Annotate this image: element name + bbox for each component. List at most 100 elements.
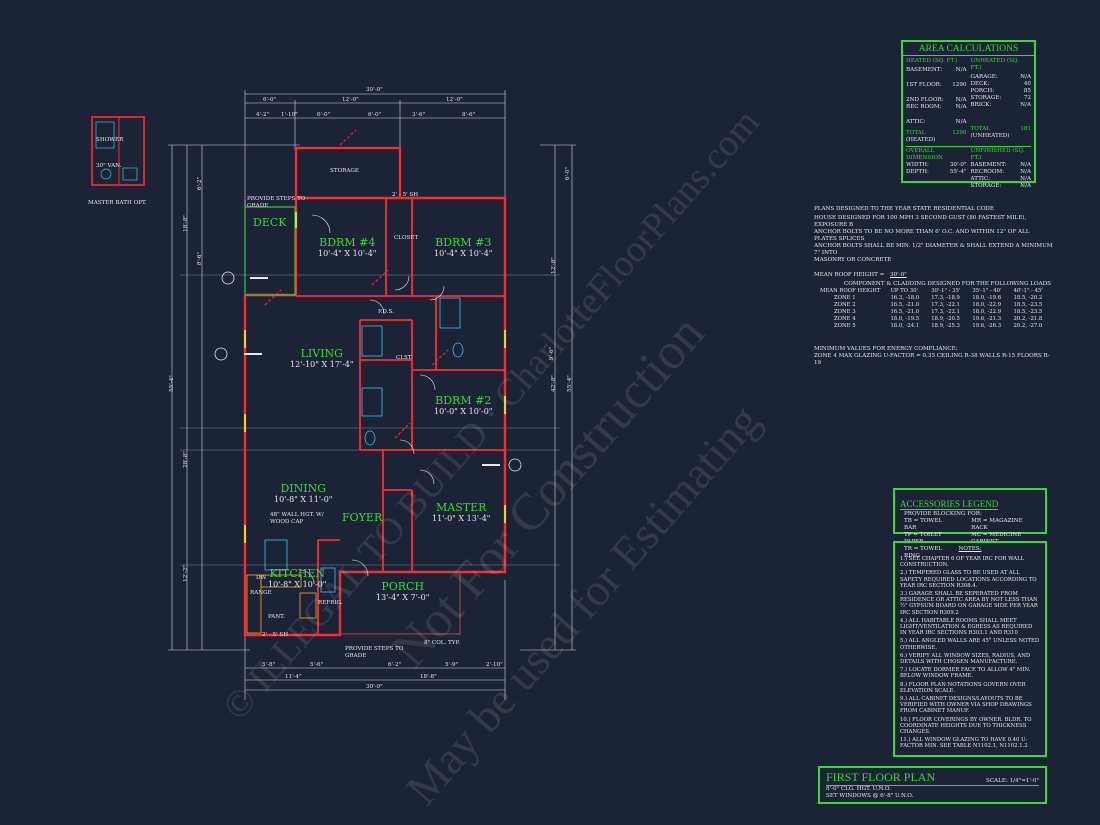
dim-left-overall: 55'-4" — [168, 375, 175, 392]
cladding-cell: 19.6, -26.3 — [972, 323, 1002, 329]
cladding-cell: ZONE 1 — [834, 295, 856, 301]
room-bdrm3: BDRM #3 10'-4" X 10'-4" — [434, 236, 492, 258]
plan-title: FIRST FLOOR PLAN — [826, 770, 936, 784]
unheated-value: 72 — [1023, 95, 1031, 101]
heated-value: N/A — [955, 97, 967, 103]
roof-height-row: MEAN ROOF HEIGHT = 30'-0" — [814, 272, 1054, 279]
plan-scale: SCALE: 1/4"=1'-0" — [986, 778, 1039, 784]
unfinished-value: N/A — [1020, 162, 1031, 168]
room-name: BDRM #3 — [435, 236, 492, 249]
interior-walls — [296, 198, 505, 635]
heated-header: HEATED (SQ. FT.) — [906, 58, 958, 64]
deck-outline — [244, 206, 296, 296]
unheated-key: BRICK: — [970, 102, 992, 108]
note-item: 10.) FLOOR COVERINGS BY OWNER. BLDR. TO … — [900, 716, 1032, 736]
cladding-header-cell: UP TO 30' — [890, 288, 918, 294]
dim-top: 8'-6" — [462, 112, 476, 118]
accessories-title: ACCESSORIES LEGEND — [900, 499, 999, 510]
notes-list: 1.) SEE CHAPTER 6 OF YEAR IRC FOR WALL C… — [900, 556, 1040, 750]
room-dining: DINING 10'-8" X 11'-0" — [274, 482, 332, 504]
cladding-row: ZONE 2 16.5, -21.0 17.3, -22.1 18.0, -22… — [820, 302, 1049, 309]
cladding-cell: 18.5, -20.2 — [1013, 295, 1043, 301]
cladding-title: COMPONENT & CLADDING DESIGNED FOR THE FO… — [844, 281, 1051, 287]
master-bath-option-label: MASTER BATH OPT. — [88, 200, 147, 206]
window-marks — [264, 129, 449, 439]
cladding-cell: 18.0, -22.9 — [972, 302, 1002, 308]
heated-key: ATTIC: — [906, 119, 926, 125]
porch-outline — [339, 571, 461, 635]
total-sub: (HEATED) — [906, 137, 936, 143]
heated-row: BASEMENT:N/A — [906, 67, 967, 74]
dim-top: 6'-0" — [368, 112, 382, 118]
fridge-label: REFRIG. — [318, 600, 343, 606]
area-calculations-title: AREA CALCULATIONS — [903, 44, 1034, 56]
vanity-label: 30" VAN. — [96, 163, 122, 169]
unheated-row: BRICK:N/A — [971, 102, 1032, 109]
unheated-total: TOTAL 181 — [971, 126, 1032, 133]
dim-bottom: 11'-4" — [285, 674, 302, 680]
notes-title: NOTES: — [958, 546, 982, 552]
room-porch: PORCH 13'-4" X 7'-0" — [376, 580, 429, 602]
heated-value: 1290 — [952, 82, 967, 88]
cladding-cell: ZONE 4 — [834, 316, 856, 322]
steps-note-bottom: PROVIDE STEPS TO GRADE — [345, 646, 404, 659]
accessory-item: TB = TOWEL BAR — [904, 518, 942, 531]
depth-value: 55'-4" — [949, 169, 967, 175]
roof-height-label: MEAN ROOF HEIGHT = — [814, 272, 885, 278]
unfinished-key: BASEMENT: — [970, 162, 1007, 168]
room-name: PORCH — [381, 580, 425, 593]
unheated-row: STORAGE:72 — [971, 95, 1032, 102]
cladding-cell: 16.3, -18.0 — [890, 295, 920, 301]
pds-label: P.D.S. — [378, 309, 394, 315]
dim-right: 6'-0" — [565, 166, 572, 181]
total-value: 181 — [1020, 126, 1031, 132]
room-name: KITCHEN — [269, 567, 326, 580]
shower-label: SHOWER — [96, 137, 124, 143]
dim-right: 9'-6" — [549, 346, 556, 361]
cladding-header-cell: 35'-1" - 40' — [972, 288, 1002, 294]
dim-bottom: 18'-8" — [420, 674, 437, 680]
total-label: TOTAL — [906, 130, 926, 136]
storage-label: STORAGE — [330, 168, 359, 174]
cladding-header-cell: 40'-1" - 45' — [1013, 288, 1043, 294]
room-bdrm2: BDRM #2 10'-0" X 10'-0" — [434, 394, 492, 416]
code-line: ANCHOR BOLTS TO BE NO MORE THAN 6' O.C. … — [814, 229, 1030, 242]
heated-row: 2ND FLOOR:N/A — [906, 97, 967, 104]
area-calculations-box: AREA CALCULATIONS HEATED (SQ. FT.) BASEM… — [901, 40, 1036, 189]
unheated-key: DECK: — [970, 81, 990, 87]
heated-value: N/A — [955, 67, 967, 73]
room-size: 11'-0" X 13'-4" — [432, 514, 491, 523]
unfinished-column: UNFINISHED (SQ. FT.) BASEMENT:N/A RECROO… — [971, 148, 1032, 190]
closet-label: CLOSET — [394, 235, 419, 241]
unheated-key: PORCH: — [970, 88, 995, 94]
cladding-cell: 18.0, -24.1 — [890, 323, 920, 329]
code-line: PLANS DESIGNED TO THE YEAR STATE RESIDEN… — [814, 206, 995, 212]
total-label: TOTAL — [970, 126, 991, 132]
wall-height-note: 48" WALL HGT. W/ WOOD CAP — [270, 512, 324, 525]
dim-top: 6'-0" — [317, 112, 331, 118]
accessory-item: MR = MAGAZINE RACK — [971, 518, 1023, 531]
dim-bottom: 5'-8" — [262, 662, 276, 668]
cladding-header-cell: MEAN ROOF HEIGHT — [820, 288, 881, 294]
unheated-header: UNHEATED (SQ. FT.) — [970, 58, 1019, 71]
cladding-table: MEAN ROOF HEIGHT UP TO 30' 30'-1" - 35' … — [820, 288, 1049, 330]
cladding-row: ZONE 4 18.0, -19.5 18.9, -20.5 19.6, -21… — [820, 316, 1049, 323]
unfinished-row: STORAGE:N/A — [971, 183, 1032, 190]
cladding-row: ZONE 5 18.0, -24.1 18.9, -25.3 19.6, -26… — [820, 323, 1049, 330]
unheated-row: PORCH:85 — [971, 88, 1032, 95]
cladding-cell: 20.2, -27.0 — [1013, 323, 1043, 329]
accessory-item: TR = TOWEL RING — [904, 546, 943, 559]
title-note-1: 8'-0" CLG. HGT. U.N.O. — [826, 786, 891, 792]
total-sub: (UNHEATED) — [970, 133, 1010, 139]
room-size: 10'-4" X 10'-4" — [434, 249, 493, 258]
dim-bottom: 2'-10" — [486, 662, 503, 668]
unfinished-key: STORAGE: — [970, 183, 1002, 189]
note-item: 6.) VERIFY ALL WINDOW SIZES, RADIUS, AND… — [900, 652, 1031, 666]
door-swings — [299, 214, 445, 585]
unfinished-key: ATTIC: — [970, 176, 991, 182]
top-dimension-lines — [168, 90, 576, 700]
room-name: DINING — [280, 482, 327, 495]
code-notes-block: PLANS DESIGNED TO THE YEAR STATE RESIDEN… — [814, 206, 1054, 367]
